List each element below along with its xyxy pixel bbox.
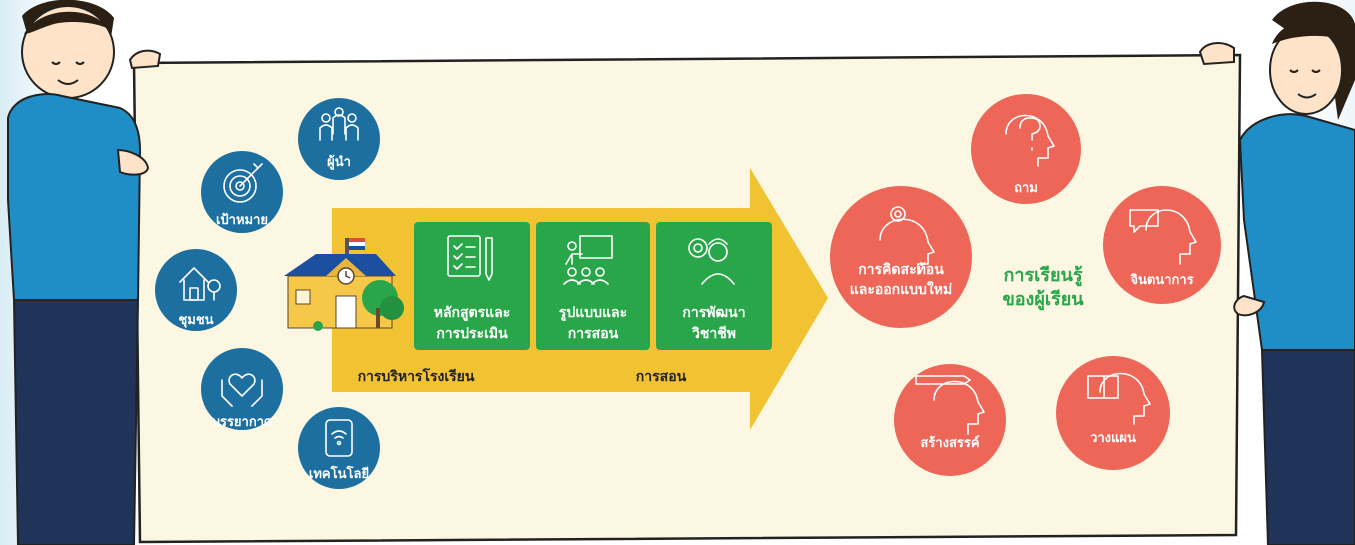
step-teaching-line1: รูปแบบและ [559,305,627,321]
person-right [1198,1,1355,545]
step-professional-line2: วิชาชีพ [691,326,736,342]
house-tree-icon [179,267,221,301]
outcome-imagine: จินตนาการ [1103,186,1221,304]
factor-community: ชุมชน [155,249,237,331]
outcome-ask-label: ถาม [1014,181,1038,196]
step-curriculum-line2: การประเมิน [436,326,508,342]
learning-title-line1: การเรียนรู้ [1003,265,1082,287]
people-group-icon [319,107,359,141]
outcome-create-label: สร้างสรรค์ [920,435,979,451]
outcome-plan-label: วางแผน [1090,431,1136,446]
step-box-teaching: รูปแบบและ การสอน [536,222,650,350]
target-icon [223,163,263,203]
outcome-plan: วางแผน [1056,356,1170,470]
factor-technology-label: เทคโนโลยี [309,465,369,482]
head-question-icon [1005,114,1055,167]
head-pencil-icon [915,375,985,435]
learning-title-line2: ของผู้เรียน [1002,289,1084,311]
factor-goal: เป้าหมาย [201,151,283,233]
outcome-reflect-line1: การคิดสะท้อน [858,262,944,278]
person-left [7,0,162,545]
head-gear-icon [879,206,935,275]
label-teaching: การสอน [636,369,687,385]
factor-community-label: ชุมชน [178,313,213,328]
school-building-icon [284,238,404,331]
factor-leader: ผู้นำ [298,98,380,180]
outcome-create: สร้างสรรค์ [894,364,1006,476]
step-teaching-line2: การสอน [568,326,619,342]
head-speech-icon [1129,209,1197,265]
step-box-professional: การพัฒนา วิชาชีพ [656,222,772,350]
head-book-icon [1087,372,1151,425]
step-curriculum-line1: หลักสูตรและ [434,305,511,321]
outcome-ask: ถาม [971,94,1081,204]
factor-technology: เทคโนโลยี [298,407,380,489]
heart-hands-icon [221,373,263,407]
factor-goal-label: เป้าหมาย [216,212,268,228]
step-box-curriculum: หลักสูตรและ การประเมิน [414,222,530,350]
factor-atmosphere-label: บรรยากาศ [212,415,273,430]
outcome-reflect-redesign: การคิดสะท้อน และออกแบบใหม่ [830,186,972,328]
label-school-administration: การบริหารโรงเรียน [358,367,475,385]
factor-leader-label: ผู้นำ [327,154,351,170]
gear-person-icon [688,238,735,285]
checklist-icon [447,235,493,281]
outcome-reflect-line2: และออกแบบใหม่ [850,280,953,298]
teacher-board-icon [563,235,613,285]
factor-atmosphere: บรรยากาศ [201,348,283,430]
step-professional-line1: การพัฒนา [682,305,745,321]
tablet-wifi-icon [325,419,353,457]
outcome-imagine-label: จินตนาการ [1130,273,1194,288]
